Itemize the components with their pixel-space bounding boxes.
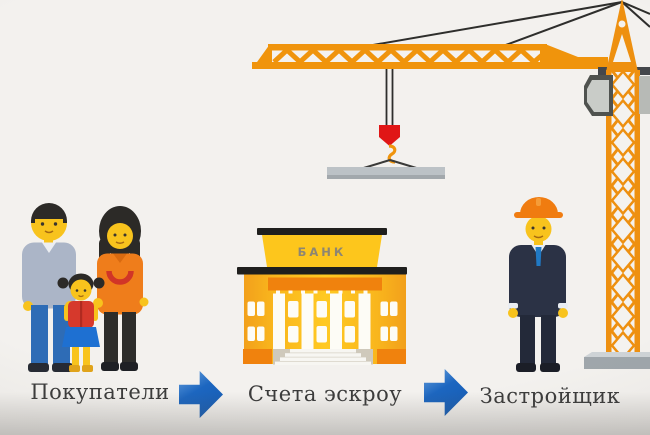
bank-dentils [276, 290, 368, 294]
hook-block [379, 125, 400, 146]
bank-main-roof [237, 267, 407, 275]
crane-cab [584, 75, 613, 116]
hard-hat-icon [514, 197, 563, 218]
crane-cables [372, 1, 650, 47]
bank-plinth-right [377, 349, 406, 364]
bank-sign: БАНК [298, 245, 347, 259]
mother-figure [97, 206, 149, 371]
bank-windows [247, 301, 398, 343]
bank-columns [273, 293, 371, 350]
crane-base [584, 352, 650, 369]
crane-jib [252, 44, 608, 69]
builder-icon [508, 197, 568, 372]
bank-steps [273, 349, 373, 365]
tower-crane [252, 0, 650, 369]
bank-plinth-left [243, 349, 272, 364]
crane-counterweight [639, 76, 650, 114]
bank-building: БАНК [237, 228, 407, 365]
child-figure [57, 273, 105, 372]
crane-tower [606, 0, 640, 354]
label-escrow-accounts: Счета эскроу [247, 382, 403, 406]
bank-upper-roof [257, 228, 387, 235]
bank-entablature [268, 277, 382, 291]
family-icon [22, 203, 149, 372]
bank-pediment [262, 235, 382, 267]
concrete-slab [327, 167, 445, 179]
label-buyers: Покупатели [30, 380, 170, 404]
crane-hoist-cable [385, 69, 394, 126]
label-developer: Застройщик [479, 384, 621, 408]
